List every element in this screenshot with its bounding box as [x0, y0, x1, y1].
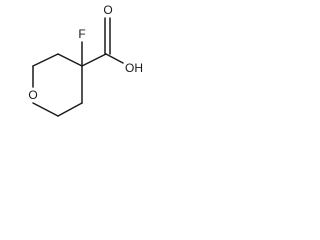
hydroxyl-label: OH [125, 61, 143, 75]
fluorine-label: F [78, 27, 85, 41]
carbonyl-oxygen-label: O [103, 3, 112, 17]
bond-c4-c3 [57, 53, 83, 67]
bond-o1-c6 [32, 102, 59, 117]
bond-c6-c5 [57, 102, 83, 117]
bond-c3-c2 [32, 53, 59, 67]
bond-c-oh [105, 53, 124, 64]
bond-c4-carboxyl [81, 53, 107, 67]
bonds [32, 17, 124, 117]
chemical-structure: F O O OH [28, 3, 143, 117]
ring-oxygen-label: O [28, 88, 37, 102]
atom-labels: F O O OH [28, 3, 143, 102]
